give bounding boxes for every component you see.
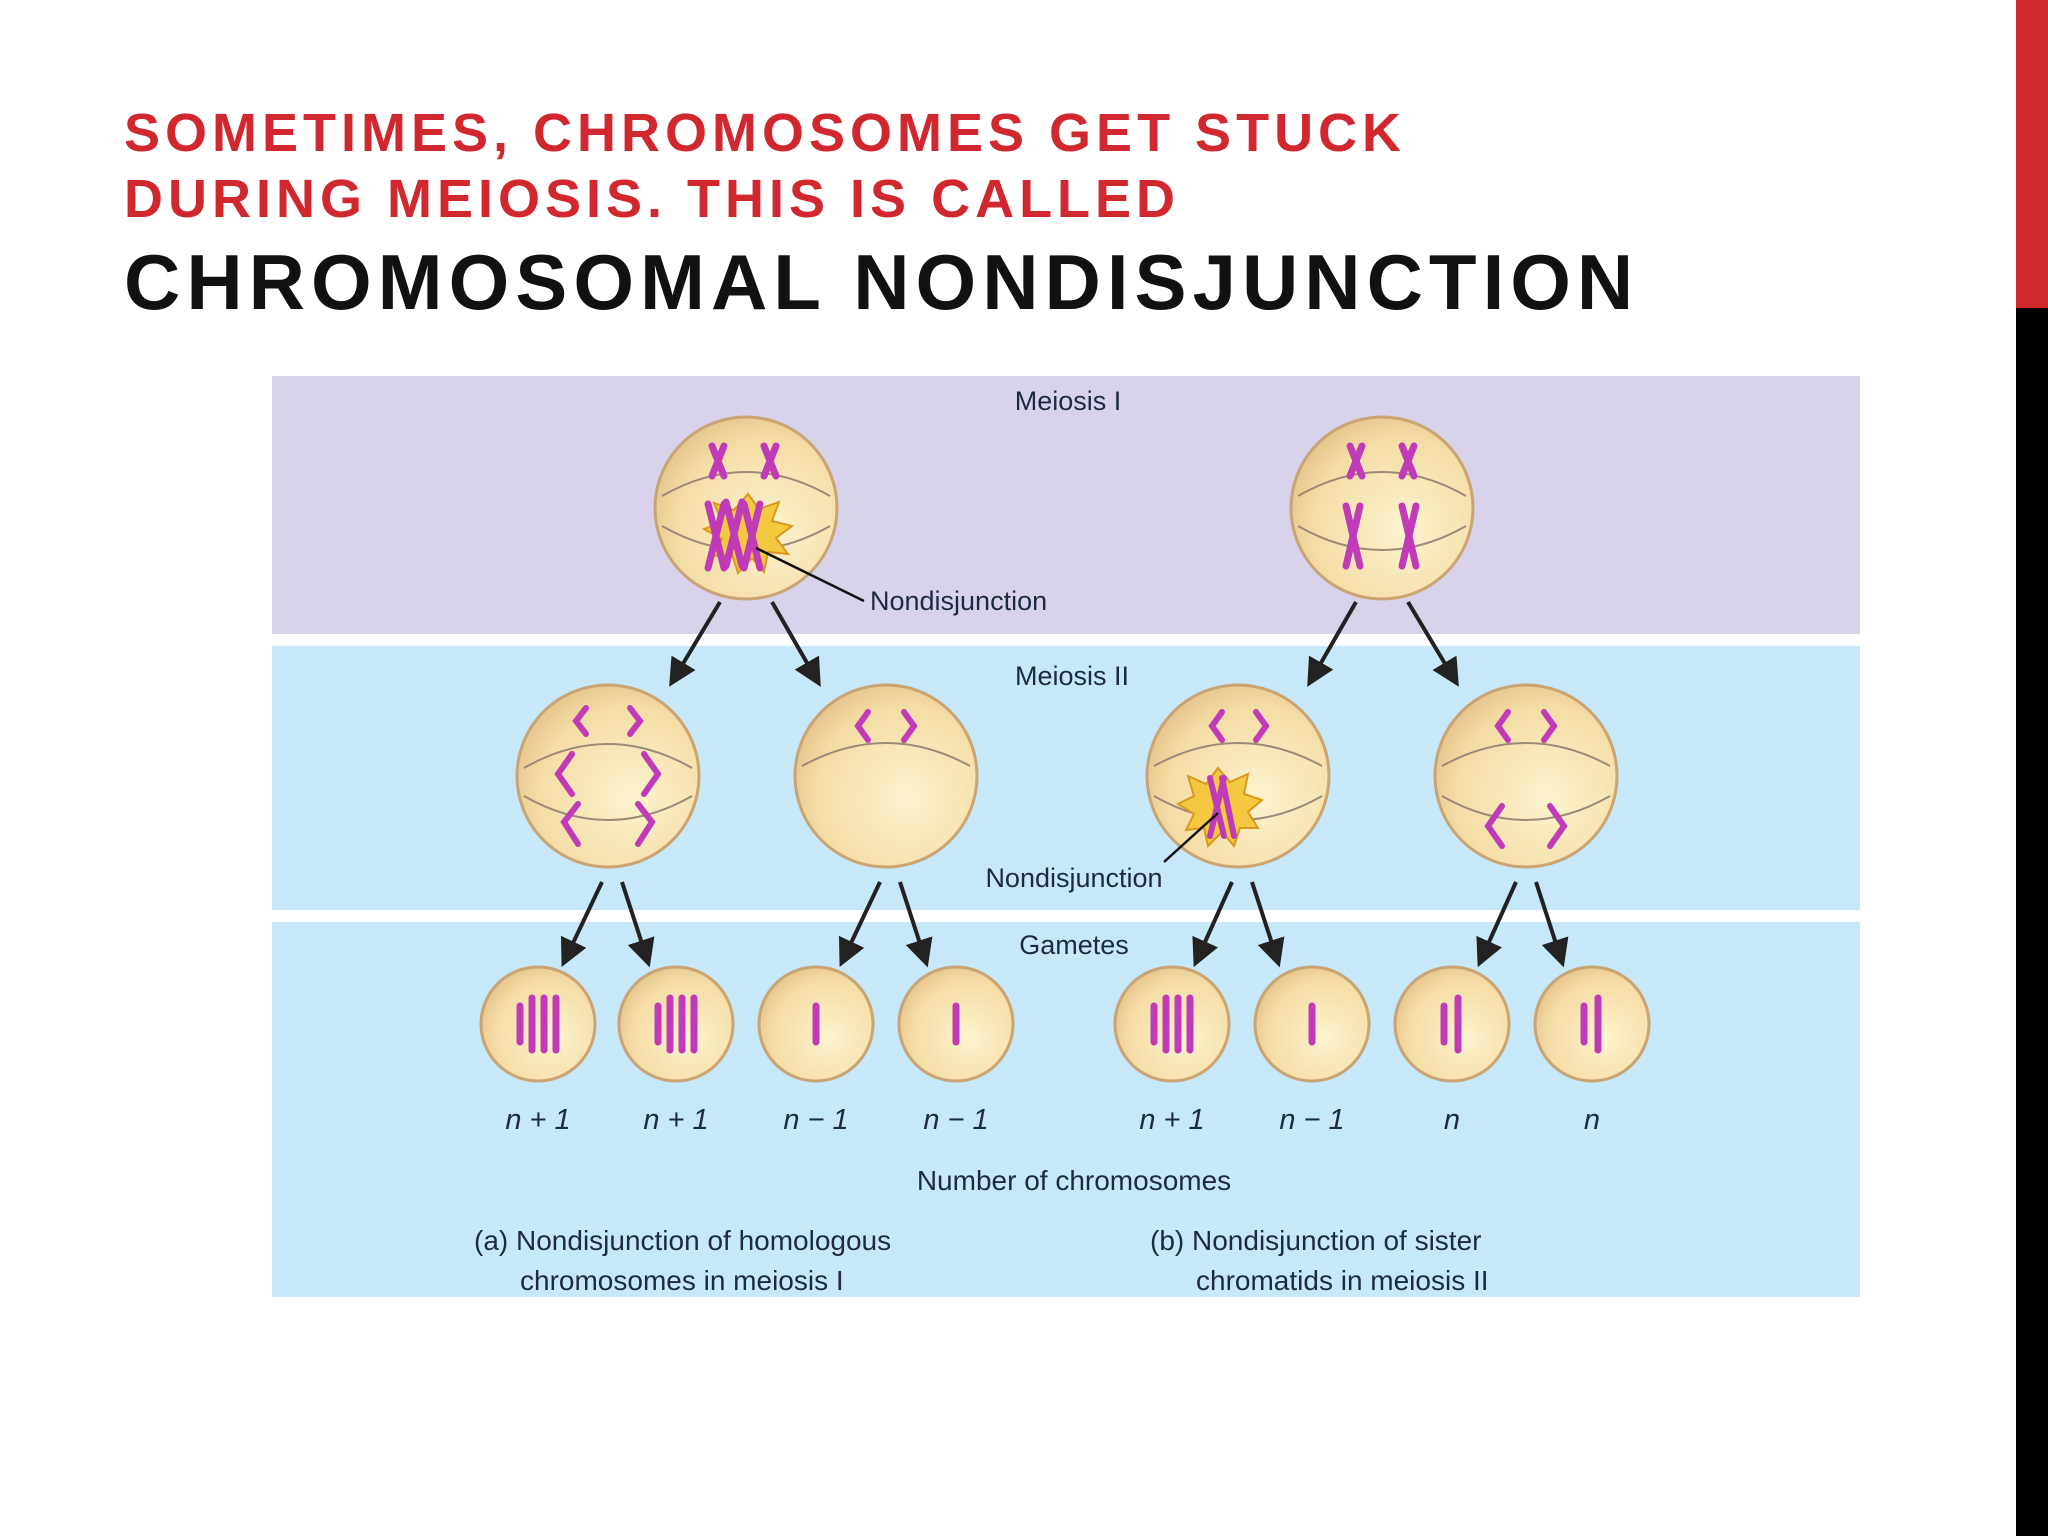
slide-title: SOMETIMES, CHROMOSOMES GET STUCK DURING … [124, 100, 1639, 328]
band-divider [272, 910, 1860, 922]
stage-label-meiosis-i: Meiosis I [1015, 386, 1122, 416]
gamete-1 [479, 965, 597, 1083]
meiosis-i-band [272, 376, 1860, 634]
nondisjunction-diagram: Meiosis I Meiosis II Gametes Nondisju [272, 376, 1860, 1297]
gamete-label: n [1584, 1104, 1600, 1136]
stage-label-meiosis-ii: Meiosis II [1015, 661, 1129, 691]
accent-bar-red [2016, 0, 2048, 308]
caption-b-line-2: chromatids in meiosis II [1196, 1265, 1489, 1296]
nondisjunction-label-2: Nondisjunction [985, 863, 1162, 893]
arrows-meiosis-i [669, 600, 1459, 687]
caption-b-line-1: (b) Nondisjunction of sister [1150, 1225, 1481, 1256]
chromosomes [1342, 442, 1420, 570]
nondisjunction-pointer [1163, 812, 1219, 863]
diagram-svg: Meiosis I Meiosis II Gametes Nondisju [272, 376, 1860, 1297]
gamete-5 [1113, 965, 1231, 1083]
title-line-2: DURING MEIOSIS. THIS IS CALLED [124, 169, 1181, 229]
meiosis-i-cell-b [1289, 415, 1475, 601]
nondisjunction-label-1: Nondisjunction [870, 586, 1047, 616]
gamete-8 [1533, 965, 1651, 1083]
gamete-label: n − 1 [783, 1104, 848, 1136]
chromosomes [1484, 709, 1568, 849]
band-divider [272, 634, 1860, 646]
gamete-label: n − 1 [923, 1104, 988, 1136]
caption-a-line-1: (a) Nondisjunction of homologous [474, 1225, 891, 1256]
gamete-6 [1253, 965, 1371, 1083]
arrows-meiosis-ii [560, 881, 1569, 968]
gamete-label: n + 1 [643, 1104, 708, 1136]
stage-label-gametes: Gametes [1019, 930, 1129, 960]
title-line-3: CHROMOSOMAL NONDISJUNCTION [124, 238, 1640, 326]
chromosomes [704, 442, 780, 572]
gamete-label: n + 1 [1139, 1104, 1204, 1136]
gamete-labels: n + 1 n + 1 n − 1 n − 1 n + 1 n − 1 n n [505, 1104, 1600, 1136]
meiosis-ii-cell-1 [515, 683, 701, 869]
chromosomes [1207, 709, 1270, 839]
gamete-3 [757, 965, 875, 1083]
gamete-7 [1393, 965, 1511, 1083]
chromosomes [554, 705, 662, 847]
meiosis-ii-cell-4 [1433, 683, 1619, 869]
gamete-label: n [1444, 1104, 1460, 1136]
gamete-4 [897, 965, 1015, 1083]
accent-bar-black [2016, 308, 2048, 1536]
meiosis-ii-cell-3 [1145, 683, 1331, 869]
caption-a-line-2: chromosomes in meiosis I [520, 1265, 844, 1296]
meiosis-ii-cell-2 [793, 683, 979, 869]
number-of-chromosomes-caption: Number of chromosomes [917, 1165, 1231, 1196]
gamete-2 [617, 965, 735, 1083]
gamete-label: n + 1 [505, 1104, 570, 1136]
gamete-label: n − 1 [1279, 1104, 1344, 1136]
chromosomes [854, 709, 918, 743]
meiosis-i-cell-a [653, 415, 839, 601]
nondisjunction-pointer [755, 546, 865, 603]
title-line-1: SOMETIMES, CHROMOSOMES GET STUCK [124, 103, 1407, 163]
